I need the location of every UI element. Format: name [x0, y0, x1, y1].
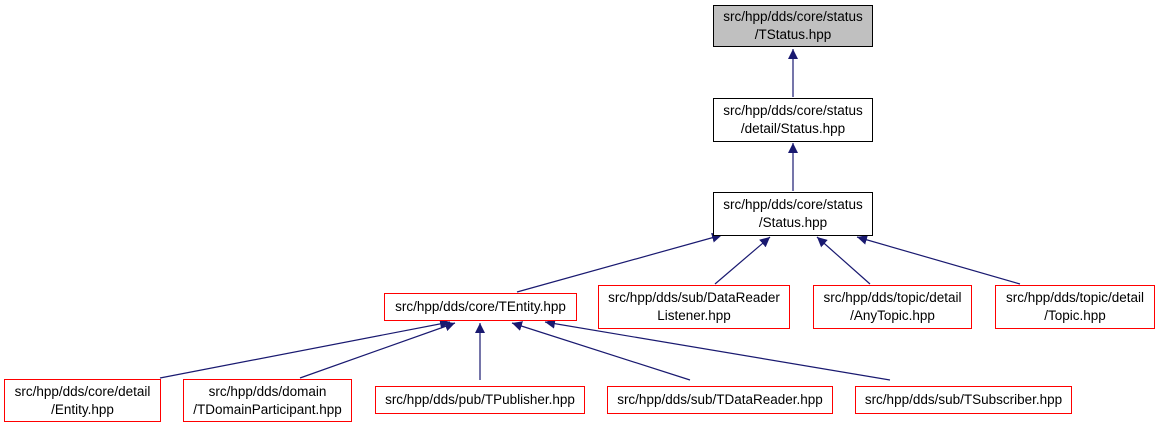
node-entity-line1: src/hpp/dds/core/detail — [14, 383, 151, 399]
node-tentity-line1: src/hpp/dds/core/TEntity.hpp — [395, 299, 566, 314]
edge-tdomainparticipant-to-tentity — [299, 321, 456, 379]
node-tdomainparticipant-line2: /TDomainParticipant.hpp — [193, 401, 342, 417]
node-status-line2: /Status.hpp — [758, 215, 828, 230]
node-datareader-listener[interactable]: src/hpp/dds/sub/DataReader Listener.hpp — [598, 285, 790, 329]
node-entity-line2: /Entity.hpp — [51, 401, 114, 417]
node-status-line1: src/hpp/dds/core/status — [723, 197, 863, 212]
node-detail-status-line1: src/hpp/dds/core/status — [723, 103, 863, 118]
edge-tentity-to-status — [516, 232, 723, 293]
edge-topic-to-status — [856, 234, 1021, 285]
node-tsubscriber[interactable]: src/hpp/dds/sub/TSubscriber.hpp — [855, 386, 1072, 414]
node-tpublisher-line1: src/hpp/dds/pub/TPublisher.hpp — [385, 392, 575, 407]
node-tpublisher[interactable]: src/hpp/dds/pub/TPublisher.hpp — [375, 386, 585, 414]
node-tsubscriber-line1: src/hpp/dds/sub/TSubscriber.hpp — [864, 392, 1063, 407]
node-detail-status[interactable]: src/hpp/dds/core/status /detail/Status.h… — [713, 98, 873, 142]
edge-tsubscriber-to-tentity — [544, 318, 891, 381]
edge-entity-to-tentity — [159, 318, 451, 379]
node-tstatus-line1: src/hpp/dds/core/status — [723, 9, 863, 24]
node-topic-line2: /Topic.hpp — [1044, 308, 1106, 323]
node-tdomainparticipant-line1: src/hpp/dds/domain — [208, 383, 327, 399]
edge-datareader-listener-to-status — [714, 236, 771, 285]
node-status[interactable]: src/hpp/dds/core/status /Status.hpp — [713, 192, 873, 236]
node-tdatareader[interactable]: src/hpp/dds/sub/TDataReader.hpp — [607, 386, 833, 414]
node-tdomainparticipant[interactable]: src/hpp/dds/domain /TDomainParticipant.h… — [183, 379, 352, 422]
node-datareader-listener-line1: src/hpp/dds/sub/DataReader — [608, 290, 780, 305]
node-entity[interactable]: src/hpp/dds/core/detail /Entity.hpp — [4, 379, 161, 422]
edge-anytopic-to-status — [816, 236, 871, 285]
node-tstatus: src/hpp/dds/core/status /TStatus.hpp — [713, 5, 873, 47]
node-anytopic-line1: src/hpp/dds/topic/detail — [823, 290, 962, 305]
node-datareader-listener-line2: Listener.hpp — [657, 308, 731, 323]
node-topic[interactable]: src/hpp/dds/topic/detail /Topic.hpp — [995, 285, 1155, 329]
node-topic-line1: src/hpp/dds/topic/detail — [1005, 290, 1145, 305]
node-anytopic-line2: /AnyTopic.hpp — [850, 308, 935, 323]
node-anytopic[interactable]: src/hpp/dds/topic/detail /AnyTopic.hpp — [813, 285, 972, 329]
node-detail-status-line2: /detail/Status.hpp — [740, 121, 846, 136]
edge-tdatareader-to-tentity — [511, 321, 691, 381]
node-tentity[interactable]: src/hpp/dds/core/TEntity.hpp — [384, 293, 577, 321]
node-tstatus-line2: /TStatus.hpp — [754, 27, 832, 42]
node-tdatareader-line1: src/hpp/dds/sub/TDataReader.hpp — [617, 392, 823, 407]
